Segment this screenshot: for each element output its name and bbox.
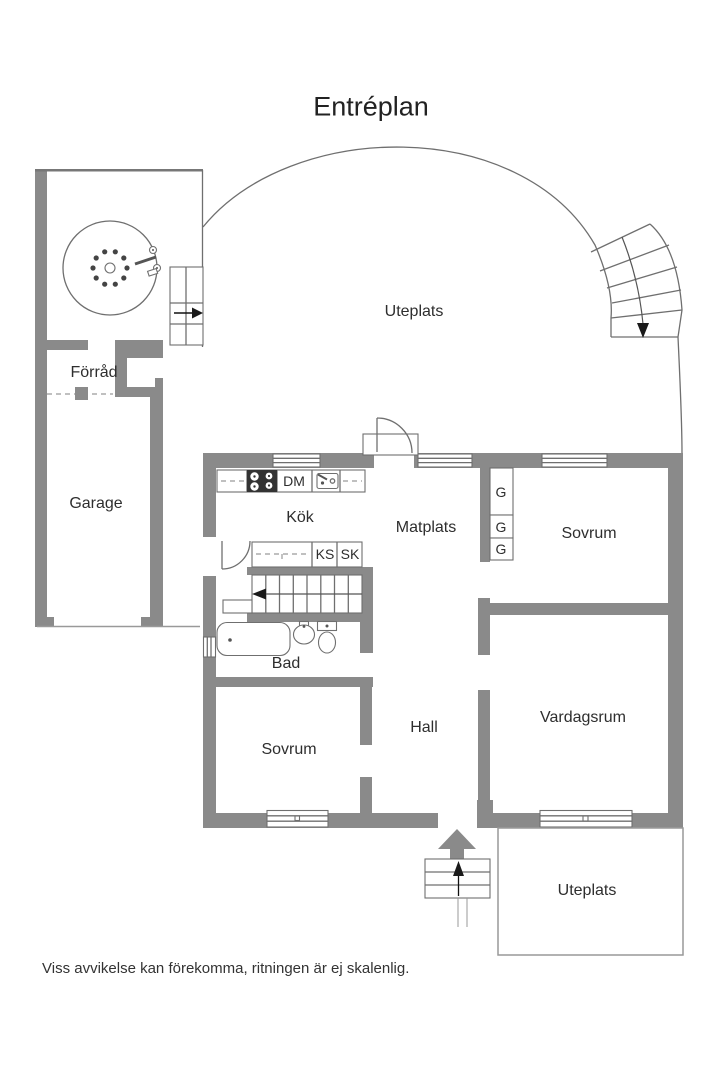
- entry-arrow-icon: [438, 829, 476, 860]
- fixture-label-wardrobe-3: G: [495, 541, 507, 557]
- fixture-label-wardrobe-1: G: [495, 484, 507, 500]
- kitchen-fixtures: [216, 469, 366, 568]
- room-label-living-room: Vardagsrum: [540, 709, 626, 726]
- room-label-storage: Förråd: [70, 364, 118, 381]
- page-title: Entréplan: [313, 91, 429, 122]
- windows-and-doors: [202, 417, 633, 828]
- garage-steps: [169, 266, 204, 346]
- room-label-patio-bottom: Uteplats: [557, 882, 617, 899]
- round-feature-icon: [62, 220, 162, 316]
- toilet-icon: [316, 620, 338, 654]
- bathroom-fixtures: [216, 620, 338, 657]
- living-room-window: [539, 809, 633, 828]
- room-label-hall: Hall: [410, 719, 438, 736]
- fixture-label-pantry: SK: [340, 546, 360, 562]
- staircase-main: [222, 574, 363, 614]
- stairs-down-arrow-icon: [252, 588, 266, 600]
- room-label-patio-top: Uteplats: [384, 303, 444, 320]
- patio-door: [362, 417, 419, 456]
- sink-icon: [316, 472, 339, 490]
- bedroom-sw-window: [266, 809, 329, 828]
- stairs-direction-arrow-icon: [637, 323, 649, 338]
- dining-window: [417, 453, 473, 468]
- stove-icon: [247, 470, 277, 492]
- garage-divider: [47, 387, 113, 400]
- disclaimer-text: Viss avvikelse kan förekomma, ritningen …: [42, 960, 410, 977]
- room-label-bathroom: Bad: [271, 655, 301, 672]
- side-door: [221, 540, 251, 570]
- hall-cabinet: [222, 599, 253, 614]
- entry-porch: [424, 829, 491, 927]
- curved-stairs: [590, 223, 683, 338]
- room-label-dining: Matplats: [395, 519, 457, 536]
- fixture-label-dishwasher: DM: [283, 473, 305, 489]
- room-label-garage: Garage: [69, 495, 123, 512]
- washbasin-icon: [292, 620, 316, 645]
- entry-steps-arrow-icon: [453, 861, 464, 876]
- steps-right-arrow-icon: [192, 307, 203, 319]
- room-label-bedroom-ne: Sovrum: [561, 525, 617, 542]
- bathroom-window: [202, 636, 217, 658]
- house-interior-walls: [203, 468, 668, 828]
- garage-building: [35, 169, 204, 628]
- room-label-kitchen: Kök: [286, 509, 314, 526]
- bathtub-icon: [216, 621, 291, 657]
- kitchen-window: [272, 453, 321, 468]
- room-label-bedroom-sw: Sovrum: [261, 741, 317, 758]
- fixture-label-fridge: KS: [315, 546, 335, 562]
- wardrobes: [489, 467, 514, 561]
- fixture-label-wardrobe-2: G: [495, 519, 507, 535]
- bedroom-ne-window: [541, 453, 608, 468]
- patio-top-boundary: [202, 146, 683, 454]
- patio-bottom-boundary: [497, 827, 684, 956]
